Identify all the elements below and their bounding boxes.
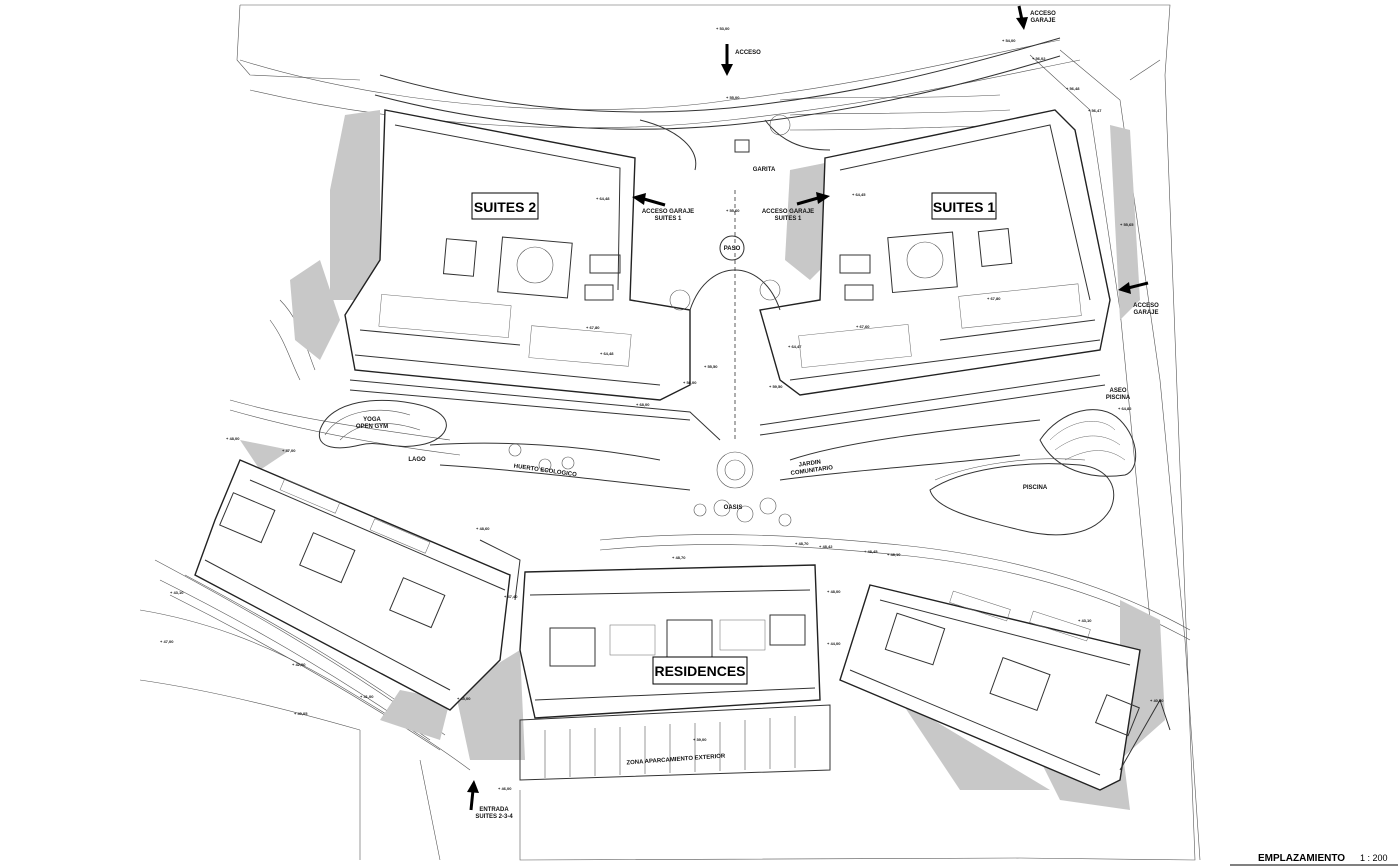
- label-acceso-garaje-top-2: GARAJE: [1030, 18, 1055, 24]
- level-mark: + 40,50: [1150, 698, 1164, 703]
- residences-left-wing: [194, 459, 521, 711]
- level-mark: + 44,00: [827, 641, 841, 646]
- level-mark: + 48,70: [795, 541, 809, 546]
- level-mark: + 42,00: [292, 662, 306, 667]
- label-acceso-garaje-east: ACCESO: [1133, 303, 1159, 309]
- level-mark: + 47,40: [504, 594, 518, 599]
- level-mark: + 64,82: [1118, 406, 1132, 411]
- label-yoga: YOGA: [363, 417, 381, 423]
- gardens: [318, 399, 1137, 536]
- label-aseo: ASEO: [1109, 388, 1126, 394]
- arrows: [467, 5, 1149, 811]
- suites-2-label: SUITES 2: [474, 199, 536, 215]
- level-mark: + 48,00: [226, 436, 240, 441]
- label-entrada-2: SUITES 2-3-4: [475, 814, 513, 820]
- residences-label: RESIDENCES: [654, 663, 745, 679]
- level-marks: + 53,00 + 54,00 + 56,02 + 56,48 + 56,47 …: [160, 26, 1164, 791]
- arrow-acceso-top-icon: [721, 44, 733, 76]
- level-mark: + 47,00: [160, 639, 174, 644]
- suites-2-label-box: [471, 192, 539, 220]
- level-mark: + 45,00: [457, 696, 471, 701]
- label-acceso: ACCESO: [735, 50, 761, 56]
- level-mark: + 48,45: [864, 549, 878, 554]
- label-paso: PASO: [724, 246, 741, 252]
- drawing-title: EMPLAZAMIENTO 1 : 200: [1230, 853, 1398, 866]
- level-mark: + 48,42: [819, 544, 833, 549]
- title-text: EMPLAZAMIENTO: [1258, 853, 1345, 864]
- level-mark: + 48,70: [672, 555, 686, 560]
- label-acceso-garaje-east-2: GARAJE: [1133, 310, 1158, 316]
- level-mark: + 64,48: [596, 196, 610, 201]
- level-mark: + 58,00: [683, 380, 697, 385]
- level-mark: + 39,00: [693, 737, 707, 742]
- level-mark: + 48,00: [827, 589, 841, 594]
- label-piscina: PISCINA: [1023, 485, 1048, 491]
- level-mark: + 55,65: [1120, 222, 1134, 227]
- level-mark: + 56,02: [1032, 56, 1046, 61]
- central-court: [639, 114, 831, 489]
- level-mark: + 56,48: [1066, 86, 1080, 91]
- label-jardin: JARDIN: [798, 459, 821, 468]
- level-mark: + 67,80: [586, 325, 600, 330]
- level-mark: + 55,50: [704, 364, 718, 369]
- level-mark: + 40,05: [294, 711, 308, 716]
- level-mark: + 48,10: [887, 552, 901, 557]
- label-acceso-garaje-left: ACCESO GARAJE: [642, 209, 694, 215]
- level-mark: + 64,47: [788, 344, 802, 349]
- building-suites-2: [344, 109, 721, 441]
- level-mark: + 64,45: [852, 192, 866, 197]
- residences-label-box: [652, 656, 748, 685]
- level-mark: + 53,00: [716, 26, 730, 31]
- label-aseo-2: PISCINA: [1106, 395, 1131, 401]
- label-zona-aparcamiento: ZONA APARCAMIENTO EXTERIOR: [626, 754, 726, 767]
- area-labels: ACCESO ACCESO GARAJE GARITA ACCESO GARAJ…: [356, 11, 1159, 820]
- residences-right-wing: [839, 584, 1171, 791]
- level-mark: + 67,80: [987, 296, 1001, 301]
- label-lago: LAGO: [408, 457, 426, 463]
- label-acceso-garaje-right: ACCESO GARAJE: [762, 209, 814, 215]
- level-mark: + 41,00: [360, 694, 374, 699]
- level-mark: + 55,60: [726, 208, 740, 213]
- suites-1-label-box: [931, 192, 997, 220]
- title-scale: 1 : 200: [1360, 853, 1388, 863]
- building-suites-1: [759, 109, 1111, 436]
- label-acceso-garaje-right-2: SUITES 1: [775, 216, 802, 222]
- level-mark: + 48,60: [476, 526, 490, 531]
- building-labels: SUITES 2 SUITES 1 RESIDENCES: [471, 192, 997, 685]
- arrow-suites-1-icon: [796, 192, 830, 206]
- level-mark: + 56,47: [1088, 108, 1102, 113]
- level-mark: + 47,00: [282, 448, 296, 453]
- label-yoga-2: OPEN GYM: [356, 424, 388, 430]
- level-mark: + 59,50: [769, 384, 783, 389]
- arrow-acceso-garaje-right-icon: [1118, 281, 1149, 294]
- arrow-acceso-garaje-top-icon: [1016, 5, 1028, 30]
- suites-1-label: SUITES 1: [933, 199, 995, 215]
- level-mark: + 43,10: [1078, 618, 1092, 623]
- label-entrada: ENTRADA: [479, 807, 509, 813]
- label-acceso-garaje-left-2: SUITES 1: [655, 216, 682, 222]
- label-oasis: OASIS: [724, 505, 743, 511]
- level-mark: + 64,48: [600, 351, 614, 356]
- level-mark: + 46,00: [498, 786, 512, 791]
- level-mark: + 43,10: [170, 590, 184, 595]
- access-road: [374, 37, 1061, 130]
- level-mark: + 67,60: [856, 324, 870, 329]
- label-huerto: HUERTO ECOLOGICO: [513, 464, 577, 479]
- arrow-entrada-icon: [467, 780, 479, 811]
- level-mark: + 68,00: [636, 402, 650, 407]
- arrow-suites-2-icon: [632, 193, 666, 207]
- label-garita: GARITA: [753, 167, 776, 173]
- level-mark: + 54,00: [1002, 38, 1016, 43]
- label-acceso-garaje-top: ACCESO: [1030, 11, 1056, 17]
- label-jardin-2: COMUNITARIO: [790, 465, 833, 477]
- level-mark: + 55,00: [726, 95, 740, 100]
